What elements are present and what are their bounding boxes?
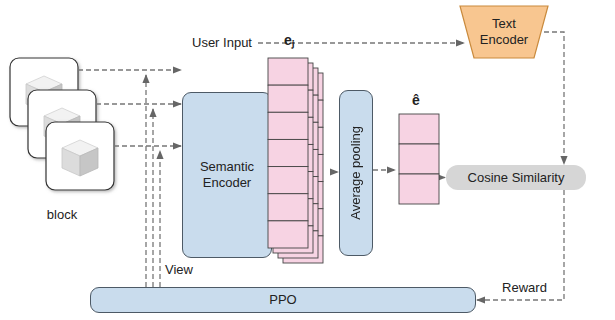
node-text: Text Encoder [474, 16, 534, 47]
dashed-connector [332, 171, 338, 172]
node-text: PPO [269, 292, 296, 308]
dashed-connector [544, 32, 564, 164]
average-pooling-box: Average pooling [339, 90, 373, 256]
block-images [10, 58, 114, 190]
semantic-encoder-box: Semantic Encoder [182, 92, 272, 258]
node-text: Cosine Similarity [468, 170, 565, 186]
ppo-box: PPO [90, 287, 476, 313]
node-text: Average pooling [348, 126, 364, 220]
edge-label: Reward [502, 280, 547, 295]
view-label: View [165, 262, 193, 277]
cosine-similarity-box: Cosine Similarity [446, 165, 586, 190]
embedding-stack: eⱼ [266, 32, 332, 276]
node-text: ê [412, 92, 420, 109]
node-text: Semantic Encoder [183, 159, 271, 190]
dashed-connector [477, 190, 564, 300]
block-input-lines [78, 43, 464, 287]
vector-graphic [266, 32, 332, 276]
text-encoder: Text Encoder [458, 4, 550, 60]
dashed-connector [373, 169, 395, 170]
pooled-embedding: ê [396, 92, 442, 208]
vector-graphic [396, 92, 442, 208]
user-input-label: User Input [190, 35, 254, 50]
block-label: block [47, 207, 77, 222]
dashed-connector [441, 177, 445, 178]
node-text: eⱼ [284, 32, 294, 49]
